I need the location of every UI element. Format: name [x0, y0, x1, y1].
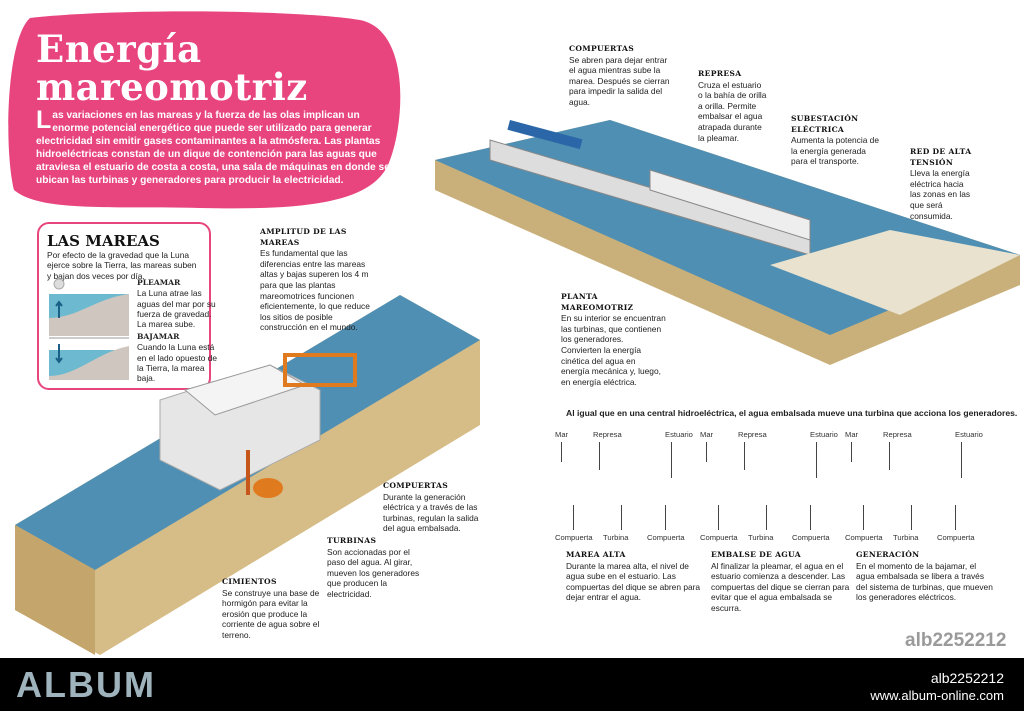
diagram-label-bottom: Turbina — [893, 533, 919, 542]
diagram-label-top: Mar — [845, 430, 859, 439]
diagram-label-top: Mar — [555, 430, 569, 439]
leader-line — [706, 442, 707, 462]
tidal-plant-cutaway-illustration — [15, 295, 480, 655]
leader-line — [911, 505, 912, 530]
image-id-watermark: alb2252212 — [905, 630, 1007, 651]
diagram-label-bottom: Turbina — [748, 533, 774, 542]
title-background-blob — [8, 11, 401, 209]
diagram-label-bottom: Compuerta — [555, 533, 593, 542]
leader-line — [766, 505, 767, 530]
leader-line — [851, 442, 852, 462]
process-caption: Al igual que en una central hidroeléctri… — [566, 408, 1018, 418]
leader-line — [889, 442, 890, 470]
leader-line — [561, 442, 562, 462]
high-tide-diagram — [49, 278, 129, 336]
low-tide-diagram — [49, 337, 129, 380]
leader-line — [955, 505, 956, 530]
diagram-label-top: Represa — [593, 430, 622, 439]
footer-website-link[interactable]: www.album-online.com — [870, 688, 1004, 703]
diagram-label-top: Mar — [700, 430, 714, 439]
leader-line — [718, 505, 719, 530]
diagram-label-bottom: Turbina — [603, 533, 629, 542]
diagram-label-bottom: Compuerta — [845, 533, 883, 542]
leader-line — [863, 505, 864, 530]
tides-text: Por efecto de la gravedad que la Luna ej… — [47, 250, 197, 281]
leader-line — [665, 505, 666, 530]
diagram-label-bottom: Compuerta — [937, 533, 975, 542]
diagram-label-top: Estuario — [955, 430, 983, 439]
leader-line — [744, 442, 745, 470]
leader-line — [599, 442, 600, 470]
footer-image-id: alb2252212 — [930, 670, 1004, 686]
tides-box: LAS MAREAS Por efecto de la gravedad que… — [37, 222, 217, 390]
leader-line — [573, 505, 574, 530]
diagram-label-bottom: Compuerta — [700, 533, 738, 542]
leader-line — [816, 442, 817, 478]
diagram-label-top: Estuario — [810, 430, 838, 439]
diagram-label-bottom: Compuerta — [647, 533, 685, 542]
diagram-label-top: Represa — [883, 430, 912, 439]
leader-line — [621, 505, 622, 530]
tidal-dam-illustration — [435, 119, 1020, 365]
diagram-label-bottom: Compuerta — [792, 533, 830, 542]
album-logo: ALBUM — [16, 664, 156, 705]
footer-bar — [0, 658, 1024, 711]
leader-line — [810, 505, 811, 530]
tides-title: LAS MAREAS — [47, 232, 160, 250]
leader-line — [671, 442, 672, 478]
leader-line — [961, 442, 962, 478]
diagram-label-top: Represa — [738, 430, 767, 439]
diagram-label-top: Estuario — [665, 430, 693, 439]
